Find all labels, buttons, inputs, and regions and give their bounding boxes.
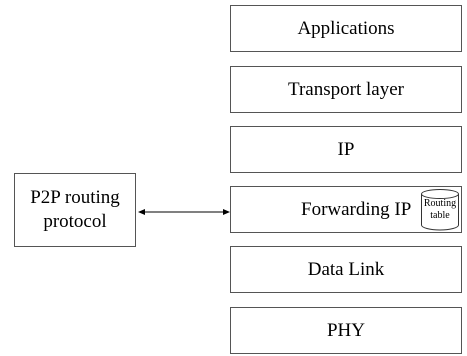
bidirectional-arrow xyxy=(138,209,230,215)
arrowhead-left-icon xyxy=(138,209,145,215)
routing-table: Routing table xyxy=(420,188,460,232)
data-link-layer-label: Data Link xyxy=(307,258,385,280)
forwarding-ip-layer-label: Forwarding IP xyxy=(301,198,412,220)
p2p-label-line2: protocol xyxy=(43,211,107,232)
applications-layer: Applications xyxy=(230,5,462,52)
transport-layer-label: Transport layer xyxy=(288,78,404,100)
phy-layer-label: PHY xyxy=(326,319,365,341)
data-link-layer: Data Link xyxy=(230,246,462,293)
routing-table-label-line2: table xyxy=(430,210,450,221)
transport-layer: Transport layer xyxy=(230,66,462,113)
routing-table-label-line1: Routing xyxy=(423,198,457,209)
phy-layer: PHY xyxy=(230,307,462,354)
applications-layer-label: Applications xyxy=(297,17,395,39)
database-cylinder-icon xyxy=(421,189,459,231)
p2p-label-line1: P2P routing xyxy=(30,187,120,208)
ip-layer-label: IP xyxy=(337,138,355,160)
arrowhead-right-icon xyxy=(223,209,230,215)
ip-layer: IP xyxy=(230,126,462,173)
p2p-routing-protocol-box: P2P routing protocol xyxy=(14,173,136,247)
